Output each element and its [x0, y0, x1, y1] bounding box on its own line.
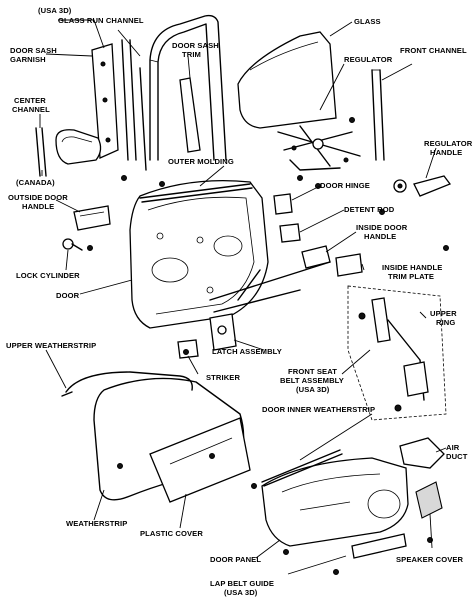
label-speaker-cover: SPEAKER COVER — [396, 555, 464, 564]
speaker-cover-part — [415, 481, 443, 519]
label-lap-belt-guide-line2: (USA 3D) — [224, 588, 258, 597]
glass-run-channel-part — [149, 14, 227, 161]
label-striker: STRIKER — [206, 373, 240, 382]
front-channel-part — [371, 69, 385, 161]
seat-belt-assembly-part — [347, 285, 447, 421]
label-weatherstrip: WEATHERSTRIP — [66, 519, 127, 528]
label-center-channel-line1: CENTER — [14, 96, 46, 105]
door-sash-trim-part — [179, 77, 201, 153]
door-sash-garnish-part — [91, 43, 119, 159]
label-latch-assembly: LATCH ASSEMBLY — [212, 347, 282, 356]
latch-assembly-part — [209, 313, 237, 351]
regulator-part — [277, 125, 361, 171]
label-glass-run-channel: GLASS RUN CHANNEL — [58, 16, 144, 25]
lock-cylinder-part — [62, 238, 83, 251]
label-canada: (CANADA) — [16, 178, 55, 187]
inside-door-handle-part — [301, 245, 331, 269]
label-front-seat-belt-line3: (USA 3D) — [296, 385, 330, 394]
side-mirror-part — [55, 129, 102, 165]
label-door-sash-trim-line2: TRIM — [182, 50, 201, 59]
label-front-channel: FRONT CHANNEL — [400, 46, 467, 55]
regulator-handle-part — [393, 175, 452, 197]
latch-rods-part — [209, 261, 331, 313]
label-door-panel: DOOR PANEL — [210, 555, 261, 564]
label-inside-handle-trim-plate-line1: INSIDE HANDLE — [382, 263, 442, 272]
label-regulator-handle-line2: HANDLE — [430, 148, 462, 157]
label-lock-cylinder: LOCK CYLINDER — [16, 271, 80, 280]
label-outer-molding: OUTER MOLDING — [168, 157, 234, 166]
label-front-seat-belt-line2: BELT ASSEMBLY — [280, 376, 344, 385]
labels: (USA 3D) GLASS RUN CHANNEL GLASS DOOR SA… — [6, 6, 473, 597]
fasteners — [87, 117, 449, 575]
plastic-cover-part — [149, 417, 251, 503]
label-inside-door-handle-line1: INSIDE DOOR — [356, 223, 408, 232]
inside-handle-trim-plate-part — [335, 253, 363, 277]
label-inside-door-handle-line2: HANDLE — [364, 232, 396, 241]
striker-part — [177, 339, 199, 359]
door-panel-part — [261, 457, 409, 547]
label-regulator: REGULATOR — [344, 55, 393, 64]
label-door-inner-weatherstrip: DOOR INNER WEATHERSTRIP — [262, 405, 375, 414]
label-air-duct-line1: AIR — [446, 443, 460, 452]
door-hinge-part — [273, 193, 301, 243]
glass-part — [237, 31, 337, 129]
label-air-duct-line2: DUCT — [446, 452, 468, 461]
outside-door-handle-part — [73, 205, 111, 231]
leader-lines — [39, 19, 447, 575]
center-channel-strip-left — [35, 127, 47, 177]
label-door-sash-garnish-line2: GARNISH — [10, 55, 46, 64]
center-channel-part — [121, 39, 147, 171]
label-door: DOOR — [56, 291, 80, 300]
door-shell-part — [129, 180, 269, 329]
label-glass: GLASS — [354, 17, 381, 26]
label-center-channel-line2: CHANNEL — [12, 105, 50, 114]
label-usa3d-top: (USA 3D) — [38, 6, 72, 15]
label-upper-weatherstrip: UPPER WEATHERSTRIP — [6, 341, 96, 350]
outer-molding-part — [139, 183, 253, 203]
label-door-hinge: DOOR HINGE — [320, 181, 370, 190]
label-front-seat-belt-line1: FRONT SEAT — [288, 367, 337, 376]
label-regulator-handle-line1: REGULATOR — [424, 139, 473, 148]
label-inside-handle-trim-plate-line2: TRIM PLATE — [388, 272, 434, 281]
label-door-sash-garnish-line1: DOOR SASH — [10, 46, 57, 55]
door-inner-weatherstrip-part — [261, 449, 343, 487]
label-lap-belt-guide-line1: LAP BELT GUIDE — [210, 579, 274, 588]
lap-belt-guide-part — [351, 533, 407, 559]
label-outside-door-handle-line1: OUTSIDE DOOR — [8, 193, 68, 202]
label-upper-ring-line1: UPPER — [430, 309, 457, 318]
label-detent-rod: DETENT ROD — [344, 205, 395, 214]
label-plastic-cover: PLASTIC COVER — [140, 529, 203, 538]
upper-weatherstrip-part — [61, 371, 193, 397]
air-duct-part — [399, 437, 445, 469]
label-outside-door-handle-line2: HANDLE — [22, 202, 54, 211]
label-door-sash-trim-line1: DOOR SASH — [172, 41, 219, 50]
label-upper-ring-line2: RING — [436, 318, 455, 327]
